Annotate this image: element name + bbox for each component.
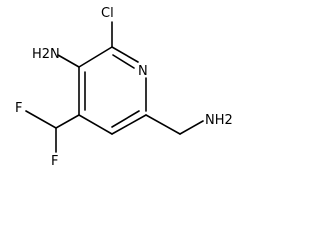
bond-chf2-f-left	[25, 110, 57, 129]
fluorine-left-label: F	[15, 101, 22, 116]
bond-c4-chf2	[55, 114, 80, 129]
aminomethyl-nh2-label: NH2	[205, 113, 233, 128]
bond-c6-ch2	[145, 114, 181, 135]
structure-diagram: Cl N H2N NH2 F F	[15, 6, 233, 169]
bond-c2-n1	[111, 46, 139, 63]
ring-nitrogen-label: N	[138, 64, 148, 79]
bond-c6-c5-inner	[111, 110, 140, 128]
amino-group-label: H2N	[32, 47, 60, 62]
bond-c2-c3	[78, 46, 113, 68]
bond-c5-c4	[78, 114, 113, 135]
chlorine-label: Cl	[101, 6, 114, 21]
bond-c3-nh2	[57, 54, 80, 68]
fluorine-bottom-label: F	[51, 154, 58, 169]
bond-ch2-nh2	[179, 120, 204, 135]
bond-c6-c5	[111, 114, 147, 135]
bond-c2-n1-inner	[112, 54, 135, 69]
